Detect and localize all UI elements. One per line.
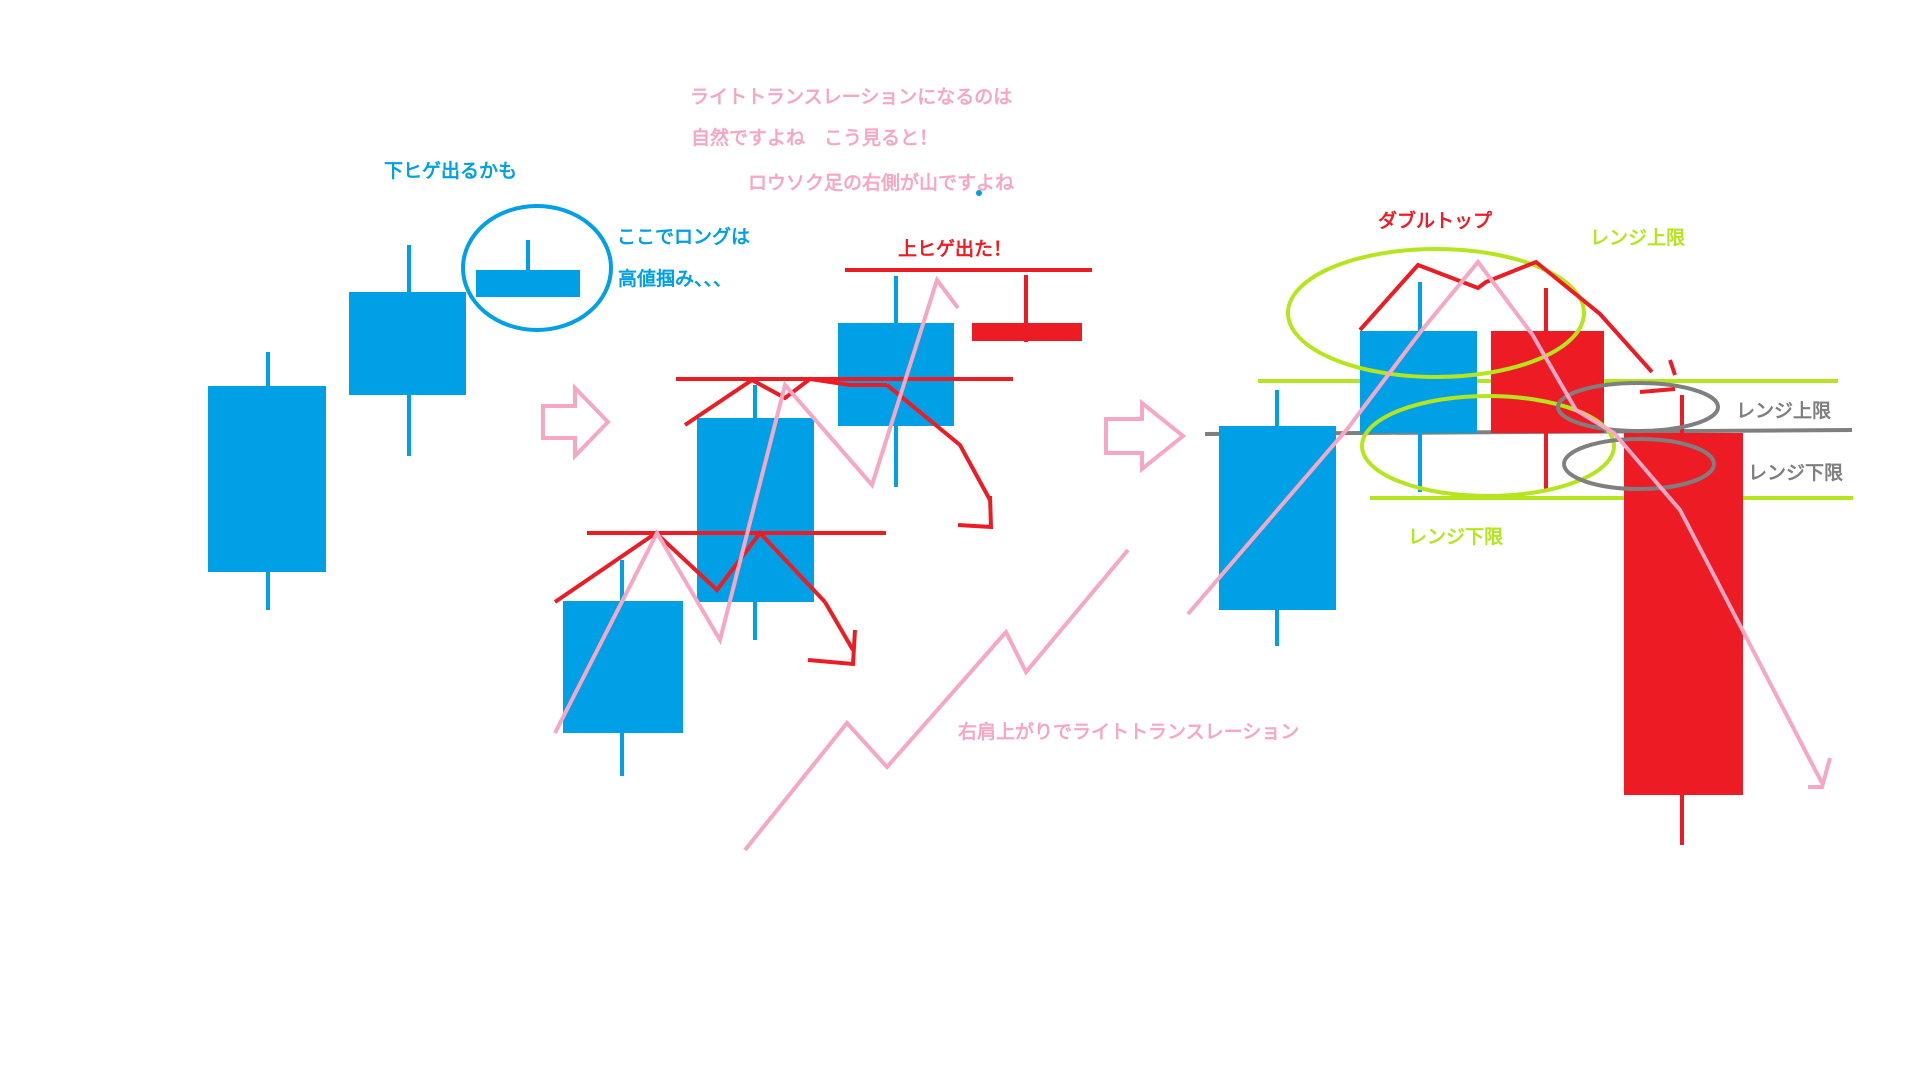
- label-uptrend-right-translation: 右肩上がりでライトトランスレーション: [958, 721, 1300, 743]
- label-right-translation-natural: ライトトランスレーションになるのは: [690, 86, 1013, 108]
- candle-1: [208, 352, 326, 610]
- dot: [976, 190, 982, 196]
- label-double-top: ダブルトップ: [1378, 210, 1493, 232]
- range-ellipse-lime: [1360, 394, 1616, 498]
- label-right-side-mountain: ロウソク足の右側が山ですよね: [748, 172, 1015, 194]
- red-annotations-middle: [553, 268, 1092, 667]
- candle-9: [1360, 282, 1477, 492]
- candle-4: [563, 560, 683, 776]
- label-range-lower-lime: レンジ下限: [1408, 526, 1504, 548]
- price-path-middle: [553, 275, 960, 734]
- panel-left: [208, 204, 613, 610]
- label-long-here: ここでロングは: [617, 226, 751, 248]
- price-path-right: [1186, 258, 1824, 784]
- panel-middle: [553, 268, 1130, 852]
- label-range-upper-lime: レンジ上限: [1590, 227, 1686, 249]
- label-range-lower-gray: レンジ下限: [1748, 462, 1844, 484]
- label-upper-wick-appeared: 上ヒゲ出た！: [898, 238, 1013, 260]
- arrow-right-icon: [1104, 398, 1187, 474]
- panel-right: [1186, 247, 1853, 845]
- range-upper-ellipse-gray: [1556, 381, 1720, 433]
- label-bought-at-high: 高値掴み、、、: [618, 268, 733, 290]
- candle-5: [697, 385, 814, 640]
- double-top-zigzag: [1358, 259, 1677, 394]
- candle-7-red: [972, 275, 1082, 342]
- candle-3-small: [476, 240, 580, 297]
- candle-8: [1219, 390, 1336, 646]
- candle-2: [349, 245, 466, 456]
- label-natural-when-seen: 自然ですよね こう見ると！: [691, 127, 939, 149]
- arrow-head-pink: [1808, 757, 1832, 789]
- double-top-ellipse: [1286, 247, 1586, 379]
- label-range-upper-gray: レンジ上限: [1736, 400, 1832, 422]
- range-lower-ellipse-gray: [1562, 437, 1716, 491]
- candle-6: [838, 276, 954, 487]
- uptrend-zigzag: [743, 548, 1130, 852]
- candle-11-red: [1624, 395, 1743, 845]
- highlight-circle: [461, 204, 613, 332]
- arrow-right-icon: [541, 383, 611, 461]
- label-lower-wick-maybe: 下ヒゲ出るかも: [384, 160, 518, 182]
